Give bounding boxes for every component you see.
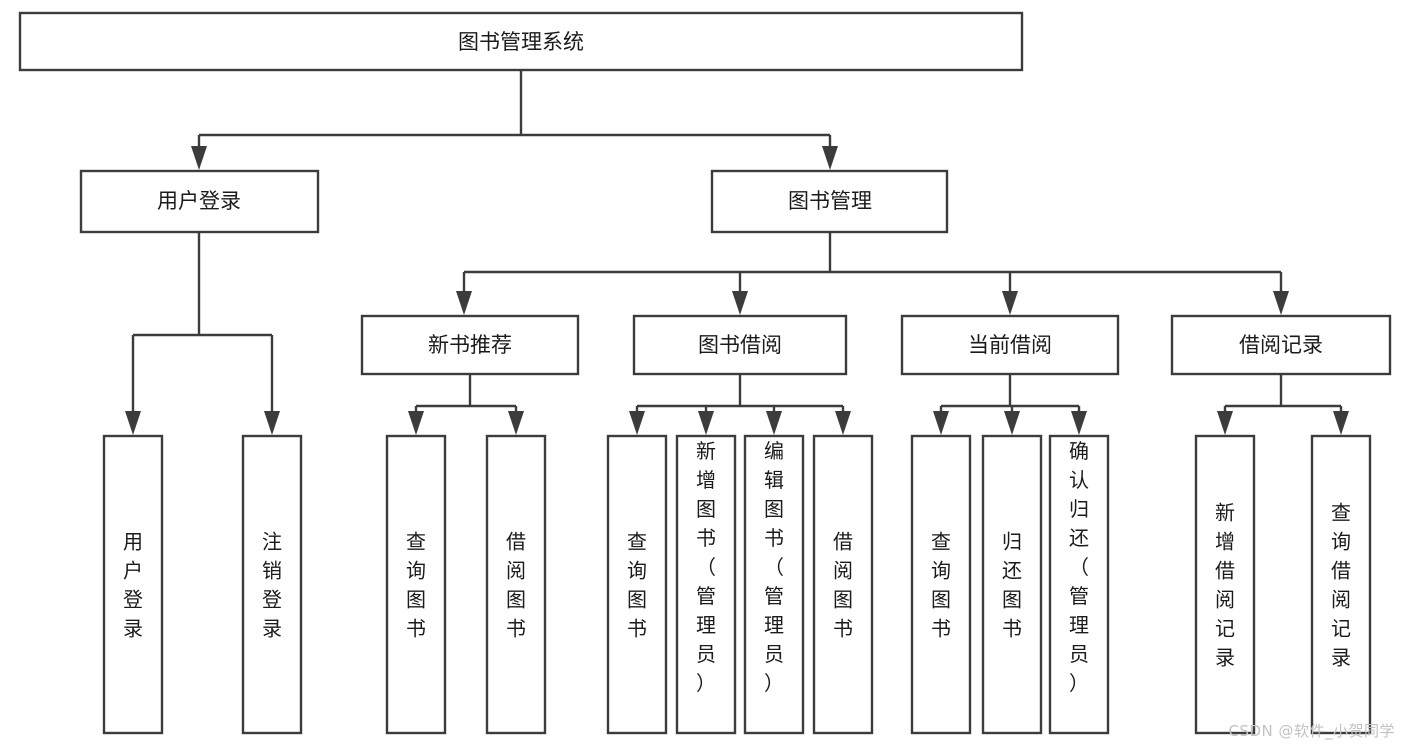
- node-book-management-label: 图书管理: [788, 189, 872, 213]
- node-root-label: 图书管理系统: [458, 30, 584, 54]
- node-new-book-recommend-label: 新书推荐: [428, 333, 512, 357]
- node-leaf-query-book-new-label: 查询图书: [406, 530, 426, 641]
- arrow-head-current-borrow: [1002, 291, 1018, 315]
- node-user-login[interactable]: 用户登录: [79, 169, 320, 234]
- node-leaf-confirm-return-admin-rect[interactable]: [1048, 434, 1110, 735]
- node-new-book-recommend-rect[interactable]: [360, 314, 580, 376]
- arrow-head-leaf-confirm-return-admin: [1071, 411, 1087, 435]
- node-leaf-query-book-current-rect[interactable]: [910, 434, 972, 735]
- node-book-borrow-rect[interactable]: [632, 314, 848, 376]
- node-leaf-borrow-book-label: 借阅图书: [833, 530, 853, 641]
- node-layer: 图书管理系统 用户登录 图书管理 新书推荐 图书借阅: [18, 11, 1392, 735]
- node-leaf-user-login-rect[interactable]: [102, 434, 164, 735]
- arrow-head-leaf-user-login: [125, 411, 141, 435]
- node-user-login-rect[interactable]: [79, 169, 320, 234]
- arrow-head-leaf-borrow-book: [835, 411, 851, 435]
- node-leaf-borrow-book[interactable]: 借阅图书: [812, 434, 874, 735]
- node-leaf-add-borrow-record-rect[interactable]: [1194, 434, 1256, 735]
- node-leaf-return-book-label: 归还图书: [1002, 530, 1022, 641]
- arrow-head-user-login: [191, 146, 207, 170]
- node-borrow-record[interactable]: 借阅记录: [1170, 314, 1392, 376]
- node-root[interactable]: 图书管理系统: [18, 11, 1024, 72]
- arrow-head-leaf-add-book-admin: [698, 411, 714, 435]
- node-leaf-query-borrow-record-rect[interactable]: [1310, 434, 1372, 735]
- node-leaf-confirm-return-admin[interactable]: 确认归还（管理员）: [1048, 434, 1110, 735]
- node-borrow-record-label: 借阅记录: [1239, 333, 1323, 357]
- node-user-login-label: 用户登录: [157, 189, 241, 213]
- arrow-head-leaf-query-book-current: [933, 411, 949, 435]
- arrow-head-leaf-query-borrow-record: [1333, 411, 1349, 435]
- node-leaf-add-book-admin-label: 新增图书（管理员）: [696, 439, 716, 695]
- node-book-management[interactable]: 图书管理: [710, 169, 949, 234]
- node-leaf-query-book-current[interactable]: 查询图书: [910, 434, 972, 735]
- arrow-head-book-borrow: [732, 291, 748, 315]
- arrow-head-book-management: [822, 146, 838, 170]
- node-book-borrow[interactable]: 图书借阅: [632, 314, 848, 376]
- node-leaf-query-book-borrow[interactable]: 查询图书: [606, 434, 668, 735]
- node-new-book-recommend[interactable]: 新书推荐: [360, 314, 580, 376]
- node-leaf-borrow-book-rect[interactable]: [812, 434, 874, 735]
- node-leaf-user-logout-label: 注销登录: [262, 530, 282, 641]
- node-leaf-query-borrow-record[interactable]: 查询借阅记录: [1310, 434, 1372, 735]
- node-leaf-user-login[interactable]: 用户登录: [102, 434, 164, 735]
- node-root-rect[interactable]: [18, 11, 1024, 72]
- arrow-head-leaf-edit-book-admin: [766, 411, 782, 435]
- node-leaf-borrow-book-new[interactable]: 借阅图书: [485, 434, 547, 735]
- connector-layer: [125, 70, 1349, 435]
- node-leaf-query-book-new[interactable]: 查询图书: [385, 434, 447, 735]
- arrow-head-leaf-borrow-book-new: [508, 411, 524, 435]
- arrow-head-leaf-user-logout: [264, 411, 280, 435]
- node-book-borrow-label: 图书借阅: [698, 333, 782, 357]
- node-leaf-edit-book-admin-rect[interactable]: [743, 434, 805, 735]
- arrow-head-leaf-query-book-new: [408, 411, 424, 435]
- node-leaf-user-logout[interactable]: 注销登录: [241, 434, 303, 735]
- node-current-borrow-rect[interactable]: [900, 314, 1120, 376]
- node-leaf-confirm-return-admin-label: 确认归还（管理员）: [1069, 439, 1089, 695]
- node-leaf-query-book-current-label: 查询图书: [931, 530, 951, 641]
- arrow-head-leaf-return-book: [1004, 411, 1020, 435]
- csdn-watermark: CSDN @软件_小贺同学: [1228, 722, 1395, 740]
- arrow-head-leaf-query-book-borrow: [629, 411, 645, 435]
- node-leaf-edit-book-admin[interactable]: 编辑图书（管理员）: [743, 434, 805, 735]
- arrow-head-new-book-recommend: [456, 291, 472, 315]
- node-current-borrow-label: 当前借阅: [968, 333, 1052, 357]
- node-leaf-borrow-book-new-rect[interactable]: [485, 434, 547, 735]
- node-leaf-query-book-borrow-rect[interactable]: [606, 434, 668, 735]
- node-leaf-add-book-admin-rect[interactable]: [675, 434, 737, 735]
- arrow-head-borrow-record: [1273, 291, 1289, 315]
- node-leaf-query-book-new-rect[interactable]: [385, 434, 447, 735]
- node-leaf-add-borrow-record-label: 新增借阅记录: [1215, 501, 1235, 670]
- node-leaf-query-book-borrow-label: 查询图书: [627, 530, 647, 641]
- node-leaf-edit-book-admin-label: 编辑图书（管理员）: [764, 439, 784, 695]
- node-leaf-user-login-label: 用户登录: [123, 530, 143, 641]
- node-leaf-user-logout-rect[interactable]: [241, 434, 303, 735]
- node-leaf-borrow-book-new-label: 借阅图书: [506, 530, 526, 641]
- node-leaf-return-book[interactable]: 归还图书: [981, 434, 1043, 735]
- arrow-head-leaf-add-borrow-record: [1217, 411, 1233, 435]
- node-current-borrow[interactable]: 当前借阅: [900, 314, 1120, 376]
- node-leaf-query-borrow-record-label: 查询借阅记录: [1331, 501, 1351, 670]
- node-leaf-return-book-rect[interactable]: [981, 434, 1043, 735]
- node-borrow-record-rect[interactable]: [1170, 314, 1392, 376]
- node-leaf-add-book-admin[interactable]: 新增图书（管理员）: [675, 434, 737, 735]
- node-book-management-rect[interactable]: [710, 169, 949, 234]
- node-leaf-add-borrow-record[interactable]: 新增借阅记录: [1194, 434, 1256, 735]
